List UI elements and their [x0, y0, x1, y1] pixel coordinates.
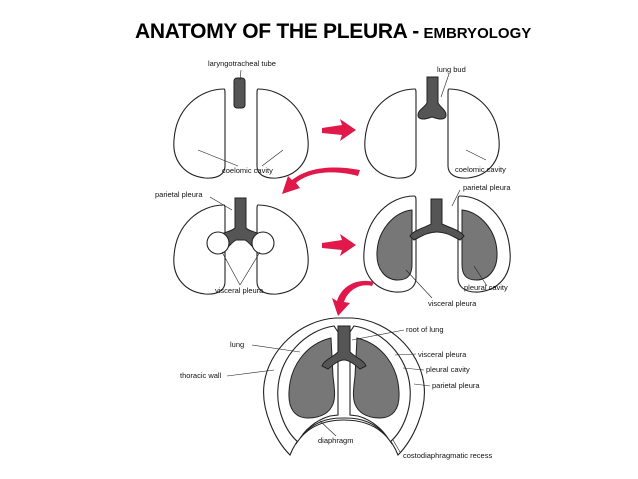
- arrow-stage2-to-stage3: [282, 167, 360, 194]
- slide-title: ANATOMY OF THE PLEURA - EMBRYOLOGY: [135, 20, 531, 44]
- label-thoracic-wall: thoracic wall: [180, 371, 222, 380]
- coelomic-cavity-left-1: [173, 88, 226, 179]
- arrow-stage3-to-stage4: [322, 234, 356, 256]
- label-root-of-lung: root of lung: [406, 325, 444, 334]
- lung-right-4: [461, 209, 498, 281]
- title-main: ANATOMY OF THE PLEURA -: [135, 20, 419, 43]
- stage-5-diagram: lung thoracic wall root of lung visceral…: [180, 317, 492, 460]
- laryngotracheal-tube: [233, 77, 246, 109]
- label-lung: lung: [230, 340, 244, 349]
- trachea-5: [321, 325, 367, 370]
- coelomic-cavity-right-1: [256, 88, 309, 179]
- parietal-pleura-left-3: [173, 204, 226, 295]
- stage-3-diagram: parietal pleura visceral pleura: [155, 190, 309, 295]
- label-coelomic-cavity-1: coelomic cavity: [222, 166, 273, 175]
- parietal-pleura-right-3: [256, 204, 309, 295]
- label-lung-bud: lung bud: [437, 65, 466, 74]
- label-parietal-pleura-3: parietal pleura: [432, 381, 480, 390]
- label-visceral-pleura-2: visceral pleura: [428, 299, 477, 308]
- label-diaphragm: diaphragm: [318, 436, 353, 445]
- title-sub: EMBRYOLOGY: [423, 25, 532, 42]
- stage-2-diagram: lung bud coelomic cavity: [364, 65, 506, 179]
- label-visceral-pleura-1: visceral pleura: [215, 286, 264, 295]
- label-parietal-pleura-1: parietal pleura: [155, 190, 203, 199]
- visceral-pleura-left-3: [206, 231, 230, 255]
- label-pleural-cavity-1: pleural cavity: [464, 283, 508, 292]
- stage-1-diagram: laryngotracheal tube coelomic cavity: [173, 59, 309, 179]
- label-costodiaphragmatic-recess: costodiaphragmatic recess: [403, 451, 492, 460]
- lung-left-4: [376, 209, 413, 281]
- lung-right-5: [352, 337, 400, 419]
- lung-bud: [417, 76, 447, 120]
- visceral-pleura-right-3: [251, 231, 275, 255]
- coelomic-cavity-left-2: [364, 88, 417, 179]
- label-visceral-pleura-3: visceral pleura: [418, 350, 467, 359]
- label-laryngotracheal-tube: laryngotracheal tube: [208, 59, 276, 68]
- bronchi-4: [409, 198, 465, 241]
- arrow-stage1-to-stage2: [322, 119, 356, 141]
- lung-left-5: [288, 337, 336, 419]
- arrow-stage4-to-stage5: [332, 280, 374, 316]
- label-parietal-pleura-2: parietal pleura: [463, 183, 511, 192]
- label-coelomic-cavity-2: coelomic cavity: [455, 165, 506, 174]
- diaphragm: [295, 419, 393, 445]
- label-pleural-cavity-2: pleural cavity: [426, 365, 470, 374]
- stage-4-diagram: parietal pleura pleural cavity visceral …: [363, 183, 511, 308]
- coelomic-cavity-right-2: [447, 88, 500, 179]
